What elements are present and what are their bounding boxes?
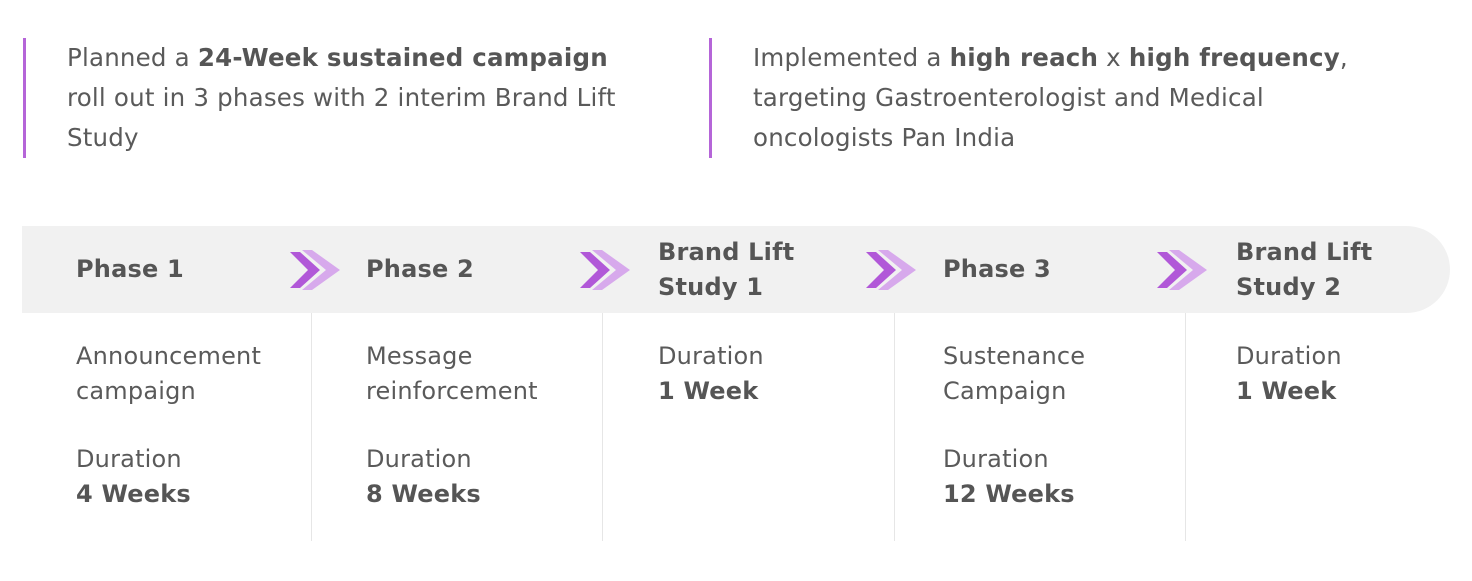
intro-right-seg-2: high reach xyxy=(949,43,1099,72)
phase-1-duration-label: Duration xyxy=(76,445,182,473)
double-chevron-right-icon xyxy=(580,250,630,290)
brand-lift-2-duration-value: 1 Week xyxy=(1236,376,1337,405)
phase-2-title-text: Phase 2 xyxy=(366,255,474,283)
column-divider xyxy=(894,313,895,541)
double-chevron-right-icon xyxy=(866,250,916,290)
phase-3-duration-value: 12 Weeks xyxy=(943,479,1075,508)
timeline-header-band xyxy=(22,226,1450,313)
phase-3-description: Sustenance Campaign xyxy=(943,342,1086,405)
intro-left-seg-1: Planned a xyxy=(67,43,198,72)
brand-lift-2-title: Brand Lift Study 2 xyxy=(1236,226,1411,313)
phase-3-duration-label: Duration xyxy=(943,445,1049,473)
intro-left: Planned a 24-Week sustained campaign rol… xyxy=(23,38,627,158)
brand-lift-1-duration-label: Duration xyxy=(658,342,764,370)
column-divider xyxy=(311,313,312,541)
phase-2-duration-value: 8 Weeks xyxy=(366,479,481,508)
brand-lift-1-title: Brand Lift Study 1 xyxy=(658,226,833,313)
brand-lift-2-title-text: Brand Lift Study 2 xyxy=(1236,237,1373,301)
intro-right: Implemented a high reach x high frequenc… xyxy=(709,38,1393,158)
brand-lift-1-duration-value: 1 Week xyxy=(658,376,759,405)
phase-3-details: Sustenance Campaign Duration 12 Weeks xyxy=(943,339,1168,511)
intro-right-seg-3: x xyxy=(1098,43,1129,72)
brand-lift-1-title-text: Brand Lift Study 1 xyxy=(658,237,795,301)
phase-2-title: Phase 2 xyxy=(366,226,566,313)
column-divider xyxy=(602,313,603,541)
phase-1-title-text: Phase 1 xyxy=(76,255,184,283)
brand-lift-1-details: Duration 1 Week xyxy=(658,339,883,408)
phase-3-title: Phase 3 xyxy=(943,226,1143,313)
intro-left-seg-3: roll out in 3 phases with 2 interim Bran… xyxy=(67,83,616,152)
brand-lift-2-details: Duration 1 Week xyxy=(1236,339,1436,408)
brand-lift-2-duration-label: Duration xyxy=(1236,342,1342,370)
phase-3-title-text: Phase 3 xyxy=(943,255,1051,283)
intro-right-text: Implemented a high reach x high frequenc… xyxy=(753,38,1393,158)
phase-1-duration-value: 4 Weeks xyxy=(76,479,191,508)
phase-1-description: Announcement campaign xyxy=(76,342,262,405)
intro-right-seg-5: , targeting Gastroenterologist and Medic… xyxy=(753,43,1348,152)
phase-2-duration-label: Duration xyxy=(366,445,472,473)
intro-left-text: Planned a 24-Week sustained campaign rol… xyxy=(67,38,627,158)
phase-1-details: Announcement campaign Duration 4 Weeks xyxy=(76,339,301,511)
phase-1-title: Phase 1 xyxy=(76,226,276,313)
intro-left-seg-2: 24-Week sustained campaign xyxy=(197,43,608,72)
double-chevron-right-icon xyxy=(1157,250,1207,290)
phase-2-details: Message reinforcement Duration 8 Weeks xyxy=(366,339,594,511)
double-chevron-right-icon xyxy=(290,250,340,290)
intro-right-seg-1: Implemented a xyxy=(753,43,950,72)
intro-right-seg-4: high frequency xyxy=(1128,43,1340,72)
column-divider xyxy=(1185,313,1186,541)
phase-2-description: Message reinforcement xyxy=(366,342,538,405)
